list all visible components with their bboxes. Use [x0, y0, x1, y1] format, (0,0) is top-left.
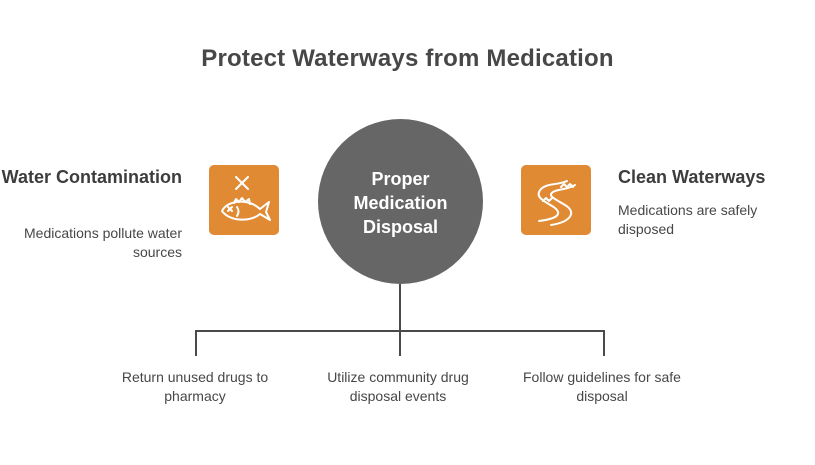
action-community-events: Utilize community drug disposal events	[327, 369, 469, 404]
left-description: Medications pollute water sources	[24, 225, 182, 260]
action-follow-guidelines: Follow guidelines for safe disposal	[523, 369, 681, 404]
center-label: Proper Medication Disposal	[353, 168, 448, 237]
right-heading: Clean Waterways	[618, 167, 766, 187]
river-icon	[521, 165, 591, 235]
fish-contamination-icon	[209, 165, 279, 235]
action-return-drugs: Return unused drugs to pharmacy	[121, 369, 269, 404]
right-description: Medications are safely disposed	[618, 202, 758, 237]
diagram-title: Protect Waterways from Medication	[201, 45, 614, 72]
center-circle: Proper Medication Disposal	[318, 119, 483, 284]
left-heading: Water Contamination	[1, 167, 182, 187]
